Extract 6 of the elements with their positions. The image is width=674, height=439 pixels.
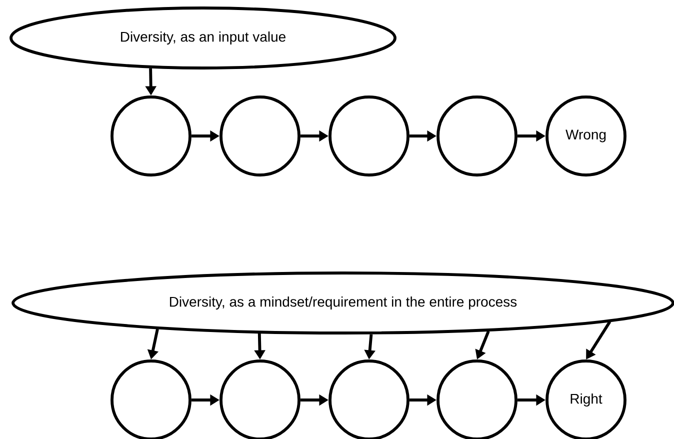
step-circle [110,96,192,176]
step-circle [436,96,518,176]
step-circle [220,96,300,176]
oval-label: Diversity, as a mindset/requirement in the entire process [12,272,674,334]
step-circle [328,96,410,176]
oval-label: Diversity, as an input value [10,6,396,70]
